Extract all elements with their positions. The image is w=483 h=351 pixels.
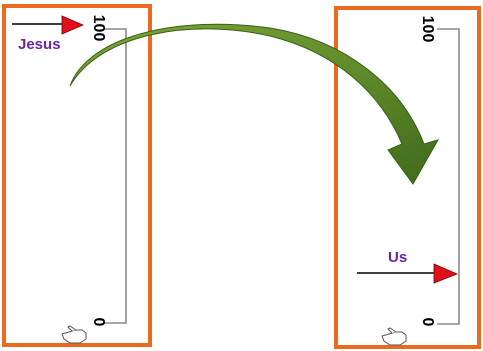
- left-pointer-head: [61, 15, 85, 35]
- left-bottom-tick-label: 0: [90, 318, 107, 327]
- left-hand-pointer-icon: [61, 325, 87, 344]
- left-top-tick-label: 100: [90, 15, 107, 42]
- right-scale-bracket: [437, 28, 460, 325]
- right-panel-border: [334, 6, 481, 349]
- right-pointer-head: [433, 263, 459, 284]
- left-panel-border: [2, 4, 152, 347]
- right-bottom-tick-label: 0: [419, 318, 436, 327]
- left-scale-bracket: [103, 28, 127, 324]
- curved-arrow-icon: [69, 23, 440, 185]
- left-panel: 100 0 Jesus: [2, 4, 152, 347]
- right-hand-pointer-icon: [381, 327, 407, 346]
- right-panel: 100 0 Us: [334, 6, 481, 349]
- left-marker-label: Jesus: [18, 36, 61, 53]
- right-marker-label: Us: [388, 249, 407, 266]
- right-top-tick-label: 100: [419, 16, 436, 43]
